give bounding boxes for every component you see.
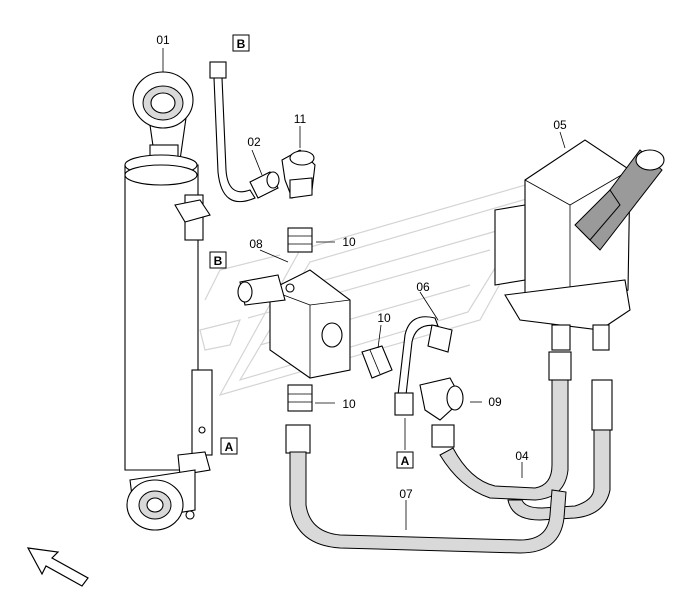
part-11-elbow-fitting bbox=[281, 149, 316, 199]
callout-02: 02 bbox=[247, 135, 261, 149]
svg-text:B: B bbox=[214, 254, 223, 268]
callout-11: 11 bbox=[294, 112, 307, 126]
callout-07: 07 bbox=[399, 487, 413, 501]
part-08-valve-block bbox=[237, 269, 351, 379]
callout-10-side: 10 bbox=[377, 311, 391, 325]
part-04-hoses bbox=[439, 351, 613, 521]
callout-10-bottom: 10 bbox=[342, 397, 356, 411]
part-01-hydraulic-cylinder bbox=[124, 71, 213, 531]
marker-a-mid: A bbox=[396, 451, 414, 469]
marker-a-left: A bbox=[220, 437, 238, 455]
callout-04: 04 bbox=[515, 449, 529, 463]
marker-b-top: B bbox=[232, 34, 250, 52]
part-07-hose bbox=[285, 424, 567, 554]
callout-10-top: 10 bbox=[342, 235, 356, 249]
callout-05: 05 bbox=[553, 118, 567, 132]
callout-08: 08 bbox=[249, 237, 263, 251]
part-10-fitting-top bbox=[287, 227, 313, 253]
callout-06: 06 bbox=[416, 280, 430, 294]
part-10-fitting-side bbox=[361, 345, 393, 379]
callout-09: 09 bbox=[488, 395, 502, 409]
svg-text:A: A bbox=[225, 440, 234, 454]
part-09-tee-fitting bbox=[419, 377, 464, 448]
part-02-pipe bbox=[209, 61, 280, 203]
part-06-bent-pipe bbox=[394, 316, 453, 416]
part-05-control-valve bbox=[494, 139, 665, 351]
part-10-fitting-bottom bbox=[287, 384, 313, 412]
callout-01: 01 bbox=[156, 33, 170, 47]
leader-lines bbox=[162, 48, 566, 530]
svg-text:A: A bbox=[401, 454, 410, 468]
marker-b-mid: B bbox=[209, 251, 227, 269]
svg-text:B: B bbox=[237, 37, 246, 51]
arrow-icon bbox=[26, 547, 89, 587]
